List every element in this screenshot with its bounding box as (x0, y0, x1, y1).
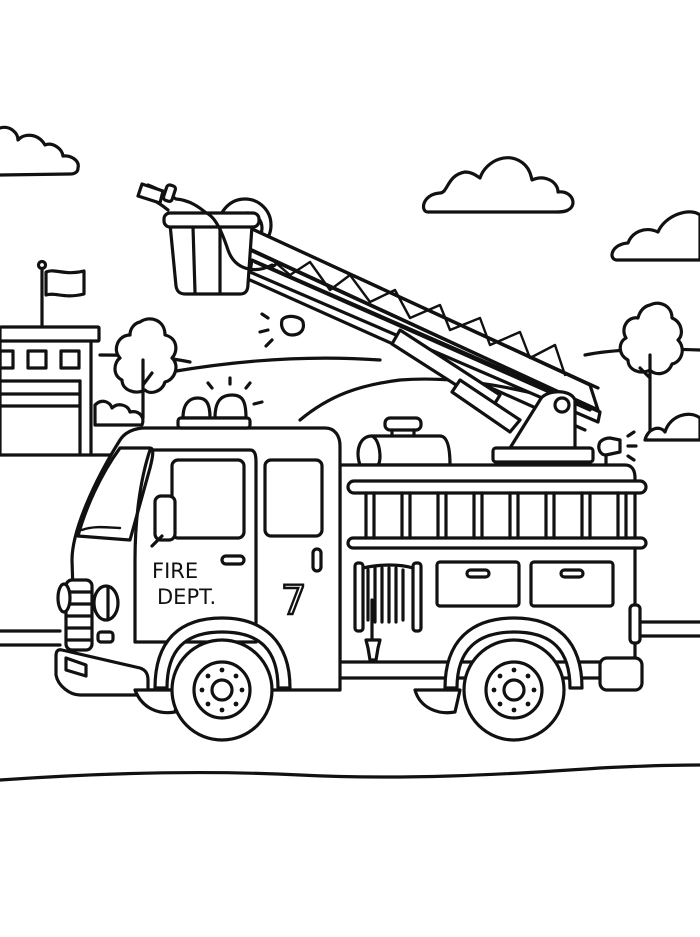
bush-left (93, 399, 145, 427)
front-wheel (133, 616, 292, 742)
spotlight-icon (279, 314, 306, 337)
cloud-right-icon (610, 210, 700, 262)
tree-left-icon (113, 317, 178, 420)
headlight-icon (92, 584, 120, 622)
flag-icon (44, 269, 86, 298)
side-lamp-icon (597, 436, 622, 457)
water-tank (356, 434, 452, 467)
door-text-line2: DEPT. (157, 585, 216, 609)
aerial-ladder (136, 182, 602, 464)
tree-right-icon (618, 301, 684, 442)
bush-right (643, 412, 700, 442)
cloud-left-icon (0, 125, 80, 177)
unit-number: 7 (281, 578, 306, 624)
bucket (168, 222, 254, 296)
hose-reel-icon (353, 561, 423, 662)
rear-wheel (413, 616, 584, 742)
door-text-line1: FIRE (152, 559, 198, 583)
fire-station (0, 259, 101, 457)
truck-rear-body (288, 416, 648, 692)
cloud-center-icon (421, 156, 575, 214)
compartment-1 (435, 560, 521, 608)
siren-light-2-icon (213, 393, 248, 420)
compartment-2 (529, 560, 615, 608)
nozzle-icon (136, 182, 165, 205)
siren-light-1-icon (181, 396, 212, 420)
truck-cab: FIRE DEPT. 7 (54, 376, 342, 697)
road (0, 453, 700, 782)
